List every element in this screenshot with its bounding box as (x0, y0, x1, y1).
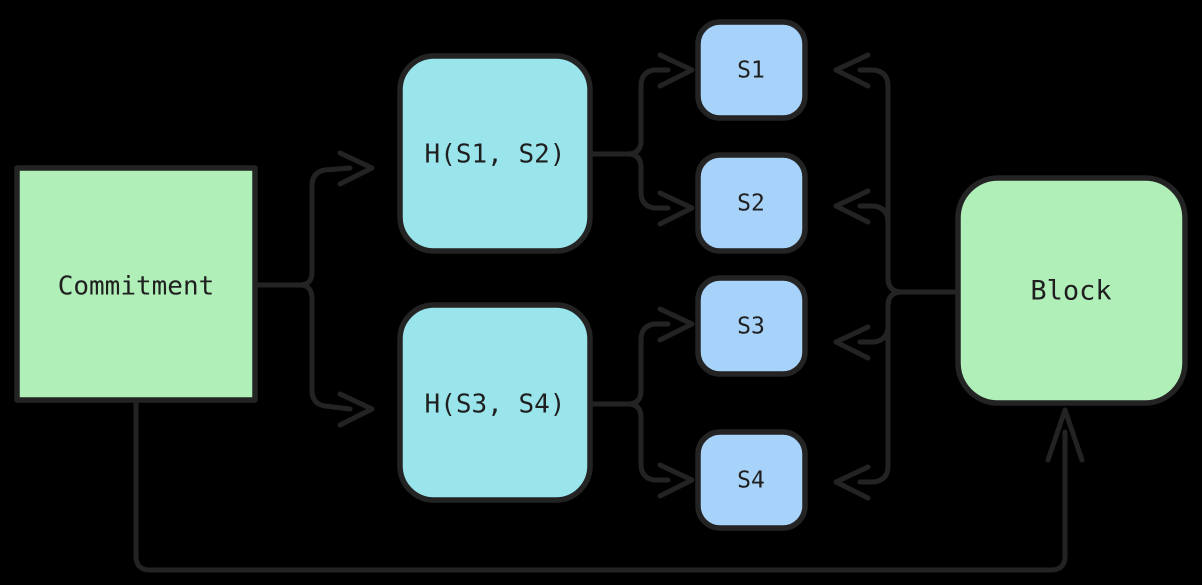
edge-block-to-s1 (833, 52, 961, 295)
edge-h34-to-s4 (587, 401, 695, 499)
node-s2[interactable]: S2 (695, 152, 808, 254)
node-layer: Commitment H(S1, S2) H(S3, S4) S1 S2 S3 (14, 19, 1188, 531)
edge-commitment-to-block (133, 397, 1085, 573)
node-h12[interactable]: H(S1, S2) (397, 53, 593, 254)
edge-h12-to-s1 (587, 52, 695, 157)
edge-h34-to-s3 (587, 306, 695, 407)
edge-commitment-to-h12 (252, 150, 375, 288)
edge-commitment-to-h34 (252, 282, 375, 428)
node-s3[interactable]: S3 (695, 275, 808, 377)
node-h12-label: H(S1, S2) (425, 140, 566, 170)
edge-block-to-s2 (833, 188, 961, 295)
node-block[interactable]: Block (955, 175, 1188, 406)
node-s4-label: S4 (737, 468, 765, 494)
node-h34-label: H(S3, S4) (425, 390, 566, 420)
node-s2-label: S2 (737, 191, 765, 217)
node-commitment[interactable]: Commitment (14, 165, 258, 403)
edge-block-to-s3 (833, 289, 961, 361)
node-s1[interactable]: S1 (695, 19, 808, 121)
node-s4[interactable]: S4 (695, 429, 808, 531)
node-s1-label: S1 (737, 58, 765, 84)
edge-layer (133, 52, 1085, 573)
node-commitment-label: Commitment (58, 272, 215, 302)
node-h34[interactable]: H(S3, S4) (397, 302, 593, 503)
node-block-label: Block (1030, 276, 1111, 307)
node-s3-label: S3 (737, 314, 765, 340)
edge-h12-to-s2 (587, 151, 695, 227)
edge-block-to-s4 (833, 289, 961, 501)
